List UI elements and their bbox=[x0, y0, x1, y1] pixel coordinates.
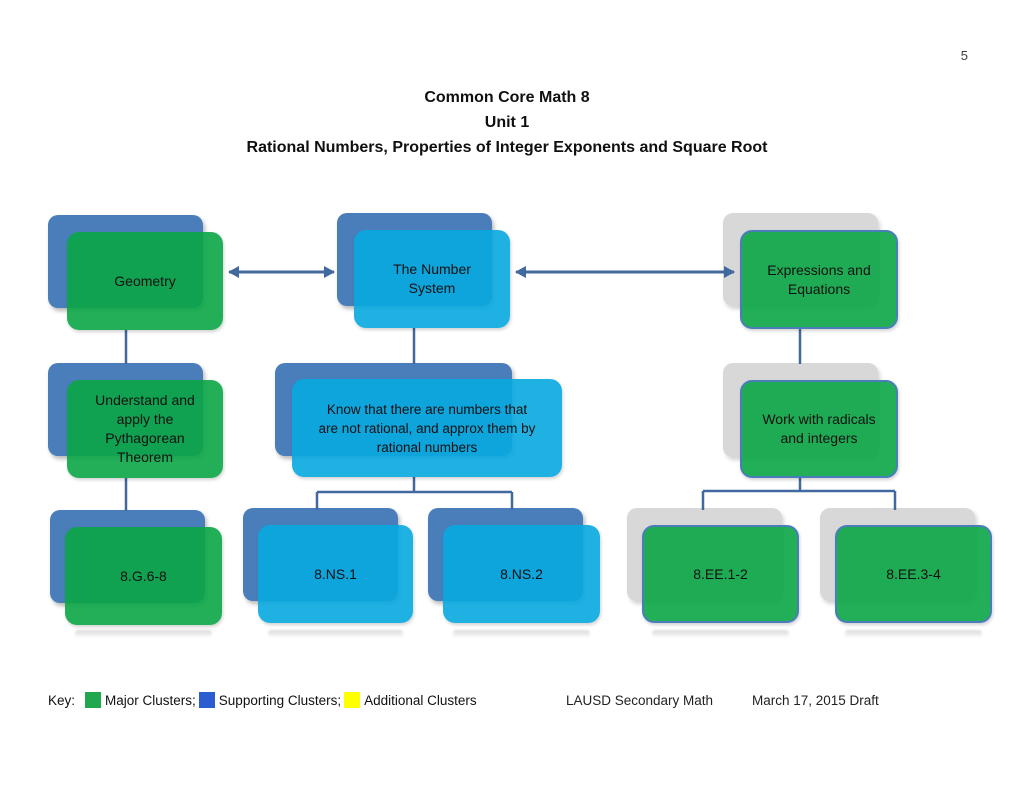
key-items: Major Clusters; Supporting Clusters; Addit… bbox=[82, 692, 477, 708]
key-swatch bbox=[85, 692, 102, 708]
title-unit-name: Rational Numbers, Properties of Integer … bbox=[246, 139, 768, 156]
node-label: Expressions and Equations bbox=[740, 230, 898, 329]
reflection bbox=[453, 630, 590, 638]
node-label: The Number System bbox=[354, 230, 510, 328]
key-swatch bbox=[344, 692, 361, 708]
title-block: Common Core Math 8 Unit 1 Rational Numbe… bbox=[0, 85, 1014, 160]
key-item-label: Additional Clusters bbox=[364, 692, 477, 708]
node-label: 8.G.6-8 bbox=[65, 527, 222, 625]
key-swatch bbox=[198, 692, 215, 708]
node-label: 8.EE.3-4 bbox=[835, 525, 992, 623]
node-label: Geometry bbox=[67, 232, 223, 330]
page-number: 5 bbox=[960, 48, 968, 63]
footer-date: March 17, 2015 Draft bbox=[752, 693, 879, 708]
key-item-label: Supporting Clusters; bbox=[218, 692, 342, 708]
cluster-key: Key: Major Clusters; Supporting Clusters;… bbox=[48, 692, 477, 708]
key-item: Major Clusters; bbox=[85, 692, 196, 708]
node-label: Work with radicals and integers bbox=[740, 380, 898, 478]
reflection bbox=[268, 630, 403, 638]
node-label: 8.NS.1 bbox=[258, 525, 413, 623]
connector-know-ns1-ns2 bbox=[315, 477, 514, 510]
node-label: Understand and apply the Pythagorean The… bbox=[67, 380, 223, 478]
footer-org: LAUSD Secondary Math bbox=[566, 693, 714, 708]
connector-radicals-ee bbox=[701, 478, 897, 510]
reflection bbox=[845, 630, 982, 638]
reflection bbox=[652, 630, 789, 638]
node-label: 8.EE.1-2 bbox=[642, 525, 799, 623]
key-label: Key: bbox=[48, 692, 76, 708]
node-label: Know that there are numbers that are not… bbox=[292, 379, 562, 477]
title-unit: Unit 1 bbox=[484, 114, 530, 131]
key-item: Supporting Clusters; bbox=[198, 692, 342, 708]
key-item-label: Major Clusters; bbox=[105, 692, 196, 708]
key-item: Additional Clusters bbox=[344, 692, 477, 708]
title-course: Common Core Math 8 bbox=[424, 89, 590, 106]
node-label: 8.NS.2 bbox=[443, 525, 600, 623]
reflection bbox=[75, 630, 212, 638]
